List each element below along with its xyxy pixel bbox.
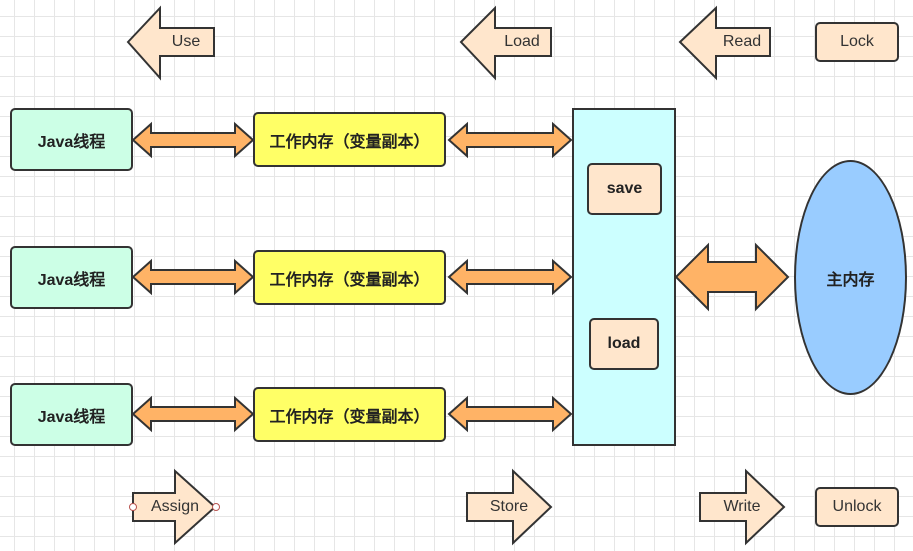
use-label: Use <box>171 33 201 50</box>
lock-box: Lock <box>815 22 899 62</box>
unlock-box: Unlock <box>815 487 899 527</box>
thread-workmem-arrow-1 <box>131 121 255 159</box>
assign-label: Assign <box>150 498 200 515</box>
save-op-box: save <box>587 163 662 215</box>
assign-connector-handle-right <box>212 503 220 511</box>
workmem-bus-arrow-3 <box>447 395 573 433</box>
main-memory: 主内存 <box>794 160 907 395</box>
working-memory-2: 工作内存（变量副本） <box>253 250 446 305</box>
store-arrow-shape <box>466 468 553 546</box>
thread-workmem-arrow-2 <box>131 258 255 296</box>
memory-bus <box>572 108 676 446</box>
store-label: Store <box>489 498 529 515</box>
java-thread-2: Java线程 <box>10 246 133 309</box>
read-label: Read <box>722 33 762 50</box>
workmem-bus-arrow-2 <box>447 258 573 296</box>
write-arrow-shape <box>699 468 786 546</box>
load-op-label: Load <box>504 33 540 50</box>
working-memory-3: 工作内存（变量副本） <box>253 387 446 442</box>
bus-main-memory-arrow <box>674 242 790 312</box>
use-arrow-shape <box>126 5 215 81</box>
load-op-arrow-shape <box>459 5 552 81</box>
working-memory-1: 工作内存（变量副本） <box>253 112 446 167</box>
read-arrow-shape <box>678 5 771 81</box>
java-thread-1: Java线程 <box>10 108 133 171</box>
assign-connector-handle-left <box>129 503 137 511</box>
write-label: Write <box>723 498 761 515</box>
assign-arrow-shape <box>132 468 217 546</box>
thread-workmem-arrow-3 <box>131 395 255 433</box>
java-thread-3: Java线程 <box>10 383 133 446</box>
workmem-bus-arrow-1 <box>447 121 573 159</box>
load-op-box: load <box>589 318 659 370</box>
